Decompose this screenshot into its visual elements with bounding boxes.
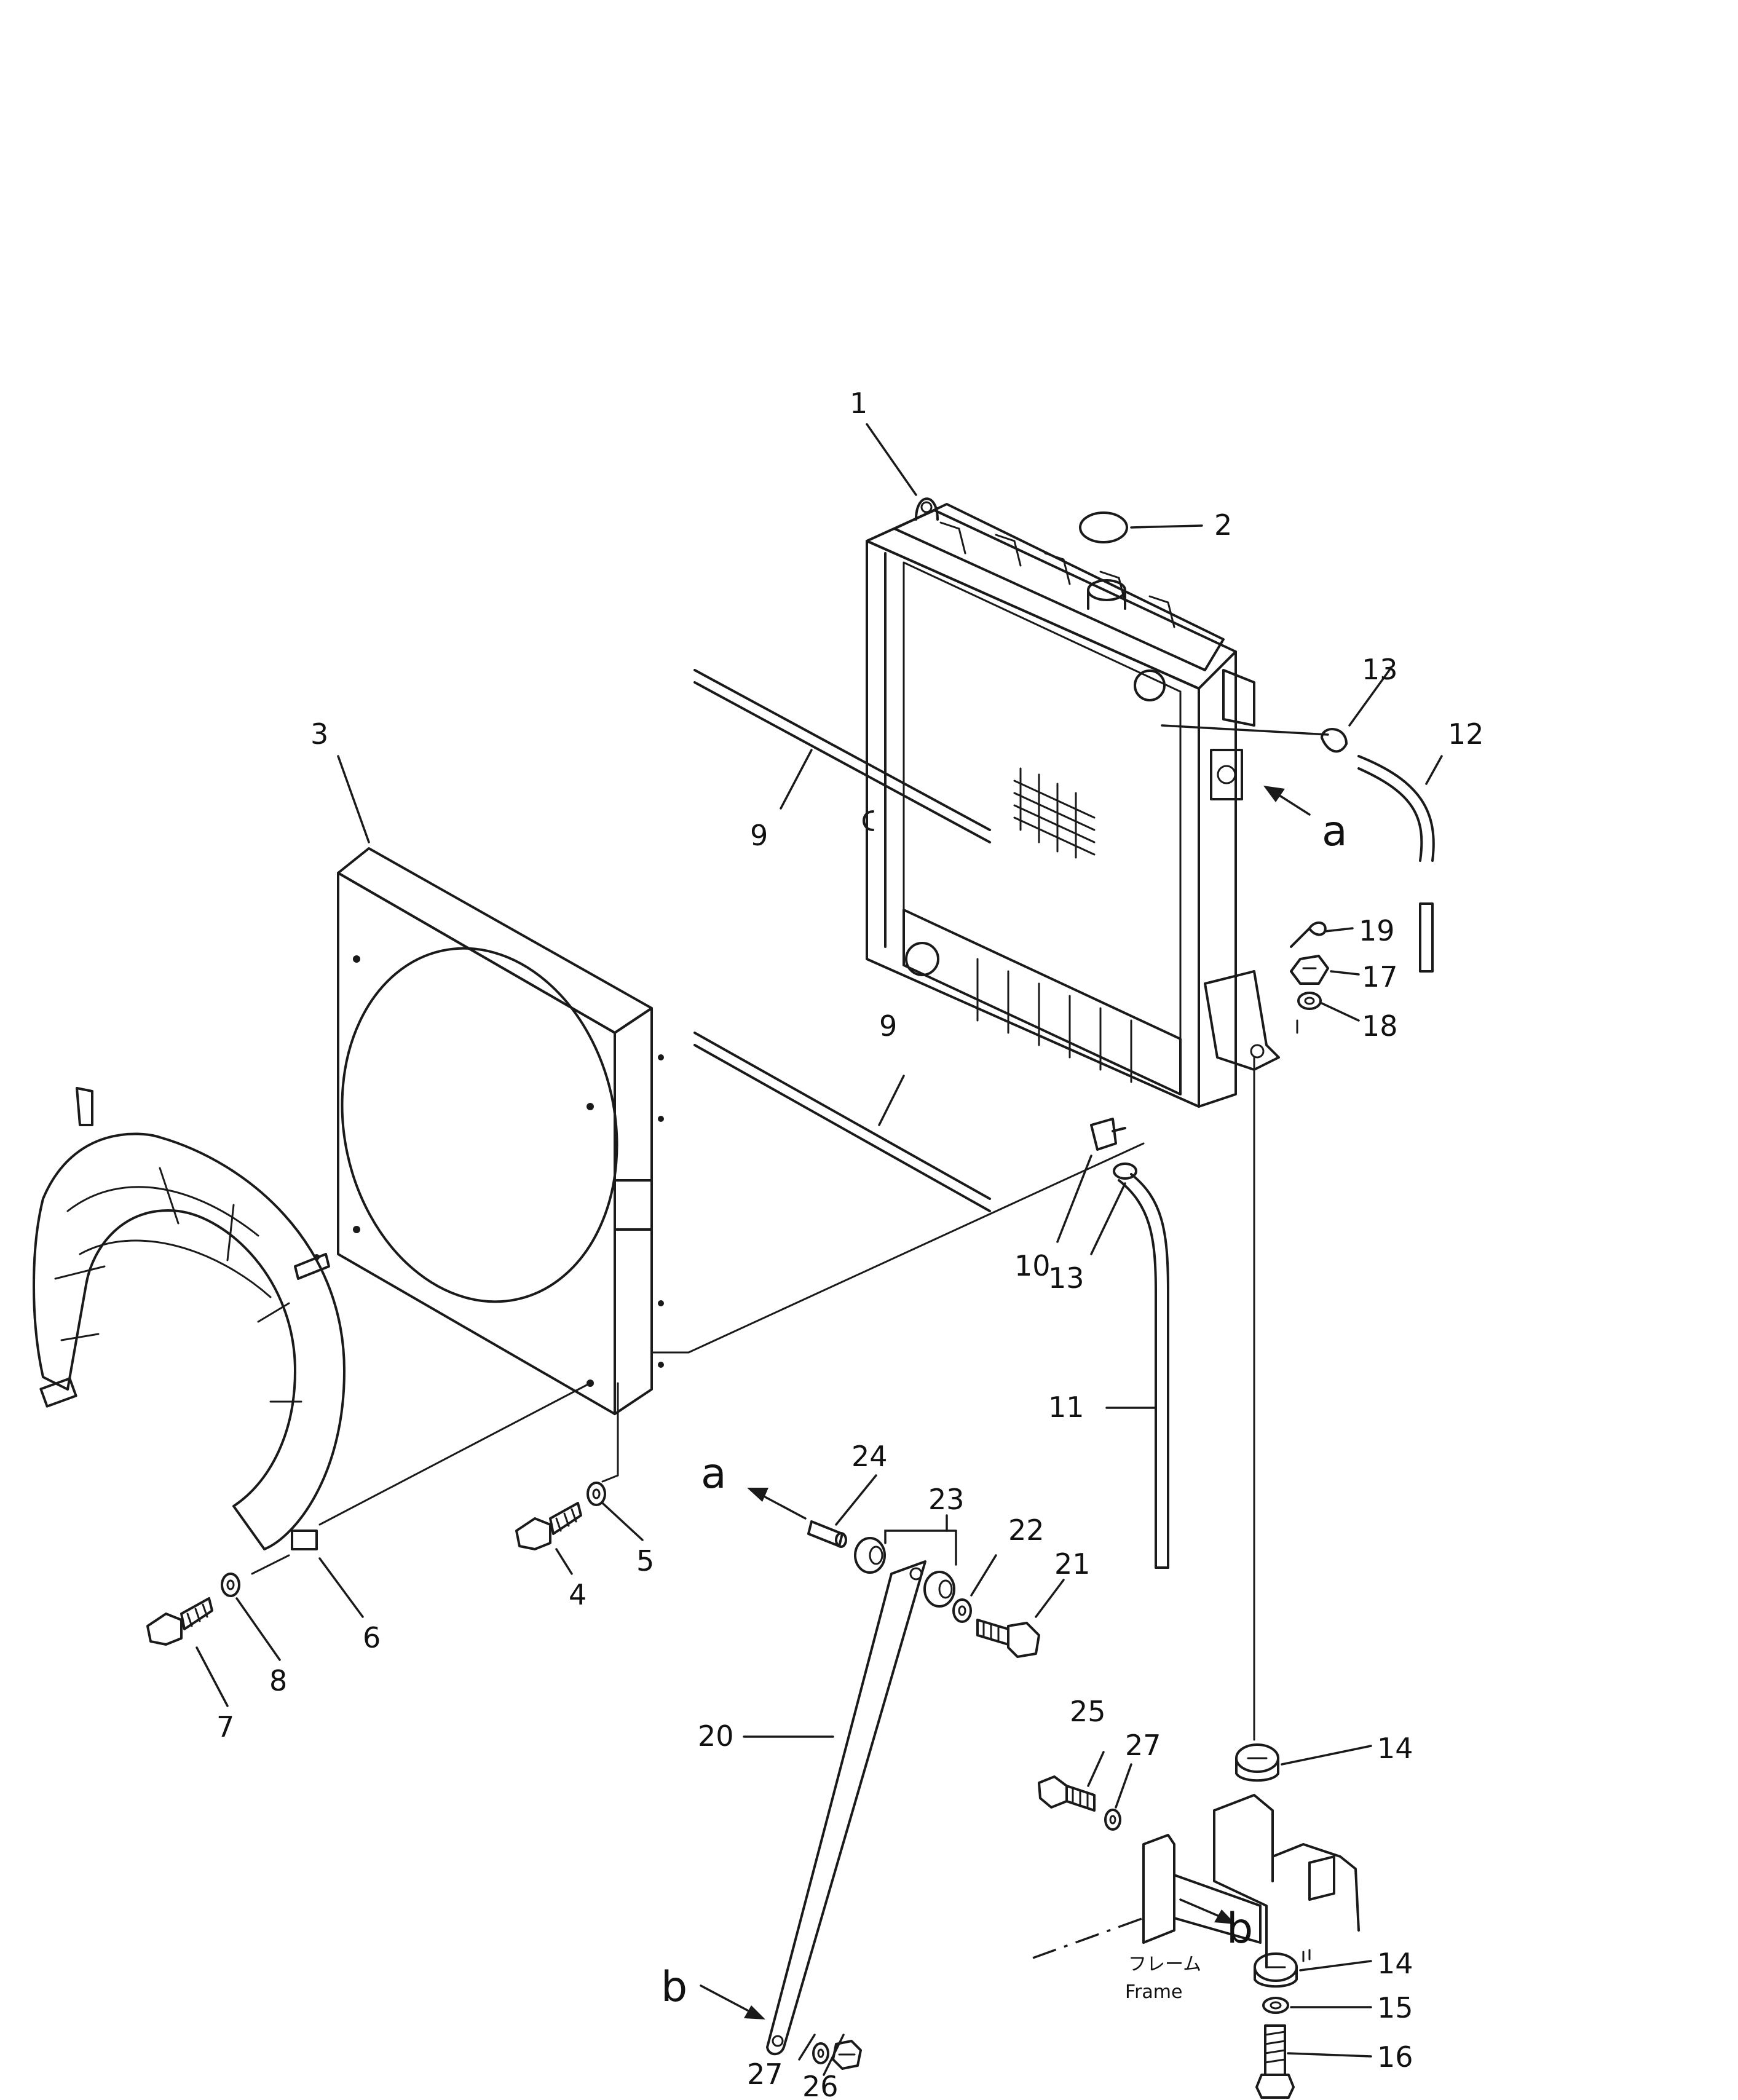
nut-26	[832, 2040, 862, 2070]
callout-18: 18	[1362, 1009, 1398, 1043]
bolt-4	[515, 1502, 582, 1550]
alignment-lines	[251, 1019, 1298, 1741]
ref-letter-a-rod: a	[701, 1450, 727, 1498]
callout-2: 2	[1214, 508, 1232, 542]
bushing-23a	[854, 1537, 886, 1574]
radiator-assembly	[863, 497, 1280, 1108]
callout-3: 3	[310, 717, 328, 751]
callout-25: 25	[1070, 1695, 1106, 1728]
reference-arrow-a-rod	[747, 1488, 807, 1520]
clamp-13-lower	[1113, 1162, 1137, 1180]
seal-strip-upper	[693, 669, 991, 843]
reference-arrow-b-stay	[700, 1984, 765, 2019]
callout-7: 7	[216, 1710, 234, 1743]
reference-arrow-a-radiator	[1263, 786, 1311, 816]
nut-17	[1290, 955, 1329, 985]
bolt-7	[146, 1597, 213, 1646]
reference-arrow-b-frame	[1179, 1898, 1236, 1924]
pin-19	[1290, 922, 1327, 948]
callout-24: 24	[851, 1440, 888, 1473]
callout-12: 12	[1448, 717, 1484, 751]
bolt-16	[1255, 2024, 1295, 2099]
washer-5	[587, 1482, 606, 1506]
reference-letters: a a b b	[661, 807, 1348, 2011]
callout-15: 15	[1377, 1991, 1413, 2024]
callout-9-upper: 9	[750, 819, 768, 852]
callout-6: 6	[363, 1621, 381, 1654]
callout-8: 8	[269, 1664, 287, 1697]
callout-13-upper: 13	[1362, 653, 1398, 686]
pin-24	[807, 1520, 847, 1548]
radiator-cap	[1079, 511, 1128, 543]
washer-22	[952, 1598, 972, 1623]
washer-27-lower	[812, 2042, 829, 2064]
callout-14-lower: 14	[1377, 1947, 1413, 1980]
clamp-13-upper	[1321, 728, 1348, 753]
callout-13-lower: 13	[1048, 1261, 1084, 1295]
callout-11: 11	[1048, 1391, 1084, 1424]
ref-letter-b-frame: b	[1226, 1905, 1253, 1953]
callout-1: 1	[850, 387, 867, 420]
callout-19: 19	[1359, 914, 1395, 947]
ref-letter-a-radiator: a	[1322, 807, 1348, 856]
leader-lines	[196, 423, 1443, 2076]
drain-cock	[1090, 1118, 1126, 1151]
drain-hose-11	[1118, 1173, 1169, 1569]
fan-guard	[33, 1087, 346, 1550]
callout-9-lower: 9	[879, 1009, 897, 1043]
bolt-25	[1038, 1775, 1096, 1812]
callout-27-upper: 27	[1125, 1729, 1161, 1762]
washer-8	[221, 1573, 240, 1597]
callout-5: 5	[636, 1544, 654, 1577]
frame-label-japanese: フレーム	[1128, 1954, 1201, 1975]
cushion-14-lower	[1254, 1952, 1298, 1988]
washer-18	[1297, 992, 1322, 1010]
callout-26: 26	[802, 2070, 839, 2100]
frame-label-english: Frame	[1125, 1981, 1182, 2003]
callout-17: 17	[1362, 960, 1398, 993]
bushing-23b	[923, 1571, 955, 1608]
bolt-21	[976, 1619, 1040, 1658]
seal-strip-lower	[693, 1032, 991, 1212]
fan-shroud	[337, 847, 664, 1415]
callout-23: 23	[928, 1483, 965, 1516]
callout-22: 22	[1008, 1514, 1045, 1547]
callout-16: 16	[1377, 2040, 1413, 2074]
frame-label: フレーム Frame	[1125, 1954, 1201, 2003]
stay-rod-20	[766, 1560, 926, 2056]
callout-4: 4	[569, 1578, 587, 1611]
overflow-hose-12	[1357, 755, 1435, 973]
callout-14-upper: 14	[1377, 1732, 1413, 1765]
callout-20: 20	[698, 1719, 734, 1753]
callout-27-lower: 27	[747, 2058, 783, 2091]
washer-27-upper	[1104, 1809, 1121, 1831]
callout-10: 10	[1014, 1249, 1051, 1282]
ref-letter-b-stay: b	[661, 1963, 687, 2011]
frame-mount	[1032, 1794, 1360, 1968]
callout-21: 21	[1054, 1547, 1091, 1581]
washer-15	[1262, 1997, 1289, 2014]
callout-labels: 1 2 3 4 5 6 7 8 9 9 10 11 12 13 13 14 14…	[216, 387, 1484, 2100]
cushion-14-upper	[1235, 1743, 1279, 1782]
